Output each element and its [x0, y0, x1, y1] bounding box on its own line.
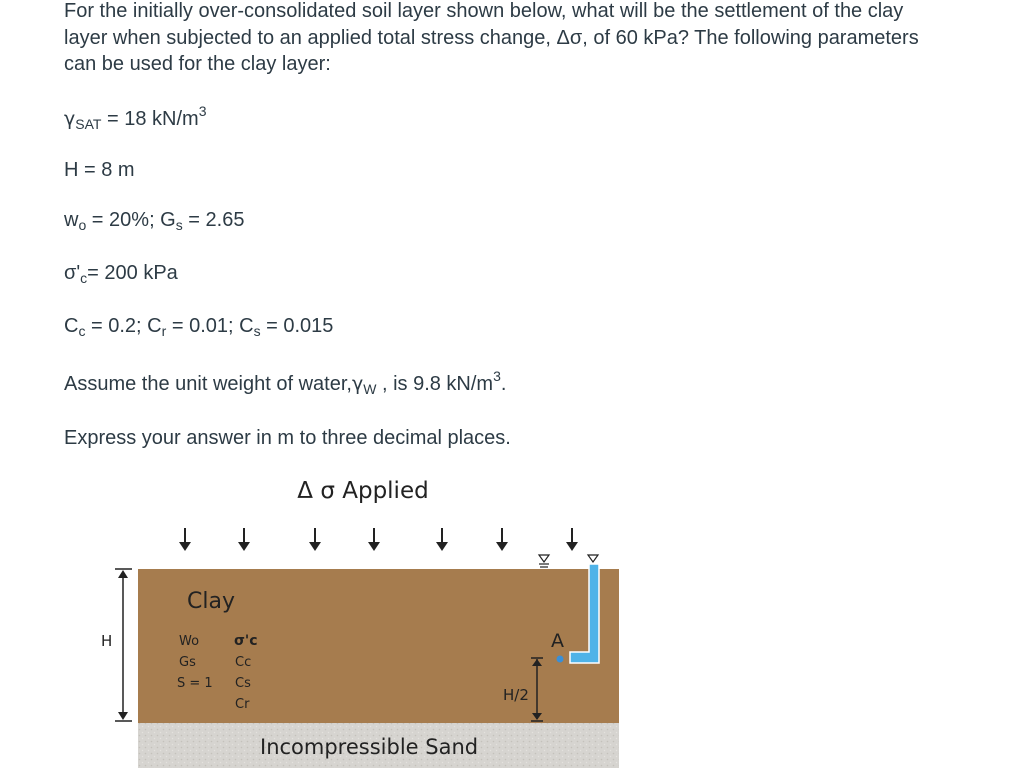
- height-dimension: [115, 568, 132, 722]
- param-wo: Wo: [179, 634, 199, 649]
- figure-title: Δ σ Applied: [297, 478, 428, 504]
- half-height-label: H/2: [503, 686, 529, 704]
- instruction-line: Express your answer in m to three decima…: [64, 427, 511, 449]
- clay-label: Clay: [187, 589, 235, 614]
- applied-stress-arrows: [179, 528, 578, 551]
- question-intro: For the initially over-consolidated soil…: [64, 0, 919, 75]
- indices-line: Cc = 0.2; Cr = 0.01; Cs = 0.015: [64, 315, 334, 339]
- water-line: Assume the unit weight of water,γW , is …: [64, 368, 507, 397]
- param-cc: Cc: [235, 655, 251, 670]
- clay-layer: [138, 569, 619, 723]
- stress-arrow: [179, 528, 191, 551]
- height-label: H: [101, 632, 112, 650]
- param-cr: Cr: [235, 697, 250, 712]
- water-table-symbol: [586, 554, 600, 564]
- soil-profile-figure: Δ σ Applied: [90, 470, 650, 775]
- soil-profile-svg: Δ σ Applied: [101, 478, 619, 768]
- height-line: H = 8 m: [64, 159, 135, 181]
- stress-arrow: [238, 528, 250, 551]
- preconsolidation-line: σ'c= 200 kPa: [64, 262, 178, 286]
- stress-arrow: [309, 528, 321, 551]
- param-gs: Gs: [179, 655, 196, 670]
- stress-arrow: [566, 528, 578, 551]
- gamma-sat-line: γSAT = 18 kN/m3: [64, 103, 207, 132]
- sand-label: Incompressible Sand: [260, 735, 478, 759]
- stress-arrow: [496, 528, 508, 551]
- param-sigma-c: σ'c: [234, 633, 258, 649]
- parameter-column-2: σ'c Cc Cs Cr: [234, 633, 258, 712]
- stress-arrow: [436, 528, 448, 551]
- param-cs: Cs: [235, 676, 251, 691]
- piezometer: [569, 563, 600, 664]
- moisture-line: wo = 20%; Gs = 2.65: [64, 209, 245, 233]
- stress-arrow: [368, 528, 380, 551]
- param-s: S = 1: [177, 676, 213, 691]
- water-table-symbol: [537, 554, 551, 568]
- half-height-dimension: [531, 657, 543, 722]
- point-a-label: A: [551, 630, 564, 652]
- point-a-marker: [556, 655, 564, 663]
- sand-layer: [138, 723, 619, 768]
- parameter-column-1: Wo Gs S = 1: [177, 634, 213, 691]
